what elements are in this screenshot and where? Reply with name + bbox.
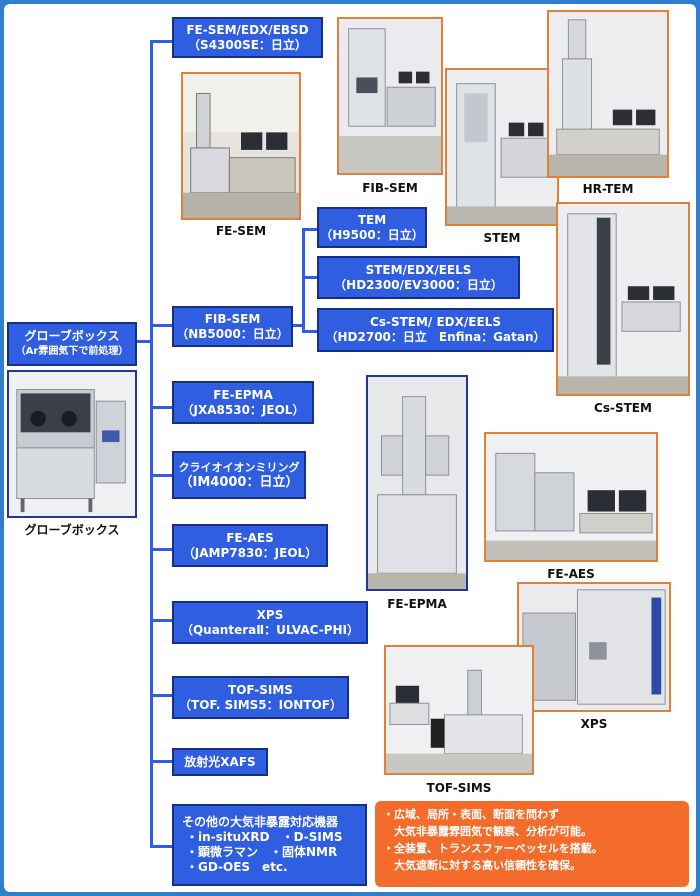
tof-sims-name: TOF-SIMS xyxy=(228,682,293,697)
glovebox-photo xyxy=(7,370,137,518)
xafs-box: 放射光XAFS xyxy=(172,748,268,776)
stem-caption: STEM xyxy=(483,231,521,245)
branch-cryo xyxy=(150,474,172,477)
xps-model: （QuanteraⅡ：ULVAC-PHI） xyxy=(180,622,360,637)
cs-stem-caption: Cs-STEM xyxy=(594,401,652,415)
fibsem-model: （NB5000：日立） xyxy=(176,326,289,341)
tof-sims-photo xyxy=(384,645,534,775)
stem-edx-model: （HD2300/EV3000：日立） xyxy=(334,277,503,292)
trunk-line xyxy=(150,40,153,848)
tem-name: TEM xyxy=(357,212,387,227)
fe-epma-model: （JXA8530：JEOL） xyxy=(181,402,305,417)
branch-xafs xyxy=(150,760,172,763)
other-title: その他の大気非暴露対応機器 xyxy=(182,815,339,829)
branch-fibsem xyxy=(150,324,172,327)
glovebox-caption: グローブボックス xyxy=(24,523,120,537)
glovebox-title: グローブボックス xyxy=(24,329,120,343)
xafs-name: 放射光XAFS xyxy=(184,754,256,769)
note-line-3: ・全装置、トランスファーベッセルを搭載。 xyxy=(383,842,603,855)
cs-stem-name: Cs-STEM/ EDX/EELS xyxy=(370,315,501,329)
note-line-2: 大気非暴露雰囲気で観察、分析が可能。 xyxy=(383,825,592,838)
branch-xps xyxy=(150,619,172,622)
instrument-overview-diagram: グローブボックス （Ar雰囲気下で前処理） グローブボックス FE-SEM/ED… xyxy=(4,4,696,892)
fibsem-sub-h xyxy=(292,324,304,327)
fesem-box: FE-SEM/EDX/EBSD （S4300SE：日立） xyxy=(172,17,323,58)
fe-sem-caption: FE-SEM xyxy=(215,224,267,238)
fe-epma-photo xyxy=(366,375,468,591)
glovebox-subtitle: （Ar雰囲気下で前処理） xyxy=(15,346,129,357)
branch-tofsims xyxy=(150,694,172,697)
fe-epma-name: FE-EPMA xyxy=(213,387,273,402)
sub-branch-csstem xyxy=(302,330,318,333)
fibsem-name: FIB-SEM xyxy=(204,311,261,326)
branch-fesem xyxy=(150,40,172,43)
tof-sims-caption: TOF-SIMS xyxy=(426,781,492,795)
branch-other xyxy=(150,845,172,848)
cs-stem-box: Cs-STEM/ EDX/EELS （HD2700：日立 Enfina：Gata… xyxy=(317,308,554,352)
other-line-1: ・in-situXRD ・D-SIMS xyxy=(186,830,343,844)
fe-aes-photo xyxy=(484,432,658,562)
xps-photo xyxy=(517,582,671,712)
glovebox-box: グローブボックス （Ar雰囲気下で前処理） xyxy=(7,322,137,366)
cryo-milling-model: （IM4000：日立） xyxy=(179,475,299,490)
fib-sem-photo xyxy=(337,17,443,175)
fibsem-box: FIB-SEM （NB5000：日立） xyxy=(172,306,293,347)
tem-model: （H9500：日立） xyxy=(320,227,424,242)
fe-sem-photo xyxy=(181,72,301,220)
other-instruments-box: その他の大気非暴露対応機器 ・in-situXRD ・D-SIMS ・顕微ラマン… xyxy=(172,804,367,886)
fe-aes-name: FE-AES xyxy=(226,530,274,545)
tem-box: TEM （H9500：日立） xyxy=(317,207,427,248)
stem-edx-name: STEM/EDX/EELS xyxy=(365,262,472,277)
other-line-2: ・顕微ラマン ・固体NMR xyxy=(186,845,338,859)
stem-photo xyxy=(445,68,559,226)
stem-edx-box: STEM/EDX/EELS （HD2300/EV3000：日立） xyxy=(317,256,520,299)
glovebox-branch-line xyxy=(136,340,152,343)
cryo-milling-box: クライオイオンミリング （IM4000：日立） xyxy=(172,451,306,499)
fibsem-sub-trunk xyxy=(302,228,305,332)
fesem-name: FE-SEM/EDX/EBSD xyxy=(186,22,309,37)
xps-caption: XPS xyxy=(580,717,608,731)
fe-aes-model: （JAMP7830：JEOL） xyxy=(182,545,318,560)
summary-note: ・広域、局所・表面、断面を問わず 大気非暴露雰囲気で観察、分析が可能。 ・全装置… xyxy=(375,801,689,887)
tof-sims-box: TOF-SIMS （TOF. SIMS5：IONTOF） xyxy=(172,676,349,719)
branch-feaes xyxy=(150,548,172,551)
note-line-4: 大気遮断に対する高い信頼性を確保。 xyxy=(383,859,581,872)
tof-sims-model: （TOF. SIMS5：IONTOF） xyxy=(179,697,342,712)
xps-name: XPS xyxy=(256,607,284,622)
fe-epma-box: FE-EPMA （JXA8530：JEOL） xyxy=(172,381,314,424)
fesem-model: （S4300SE：日立） xyxy=(188,37,307,52)
hr-tem-caption: HR-TEM xyxy=(582,182,634,196)
fib-sem-caption: FIB-SEM xyxy=(362,181,418,195)
fe-aes-box: FE-AES （JAMP7830：JEOL） xyxy=(172,524,328,567)
branch-feepma xyxy=(150,406,172,409)
fe-aes-caption: FE-AES xyxy=(547,567,595,581)
hr-tem-photo xyxy=(547,10,669,178)
cs-stem-photo xyxy=(556,202,690,396)
sub-branch-tem xyxy=(302,228,318,231)
other-line-3: ・GD-OES etc. xyxy=(186,860,288,874)
sub-branch-stem xyxy=(302,276,318,279)
xps-box: XPS （QuanteraⅡ：ULVAC-PHI） xyxy=(172,601,368,644)
cs-stem-model: （HD2700：日立 Enfina：Gatan） xyxy=(325,330,546,344)
cryo-milling-name: クライオイオンミリング xyxy=(178,461,300,474)
fe-epma-caption: FE-EPMA xyxy=(387,597,447,611)
note-line-1: ・広域、局所・表面、断面を問わず xyxy=(383,808,559,821)
